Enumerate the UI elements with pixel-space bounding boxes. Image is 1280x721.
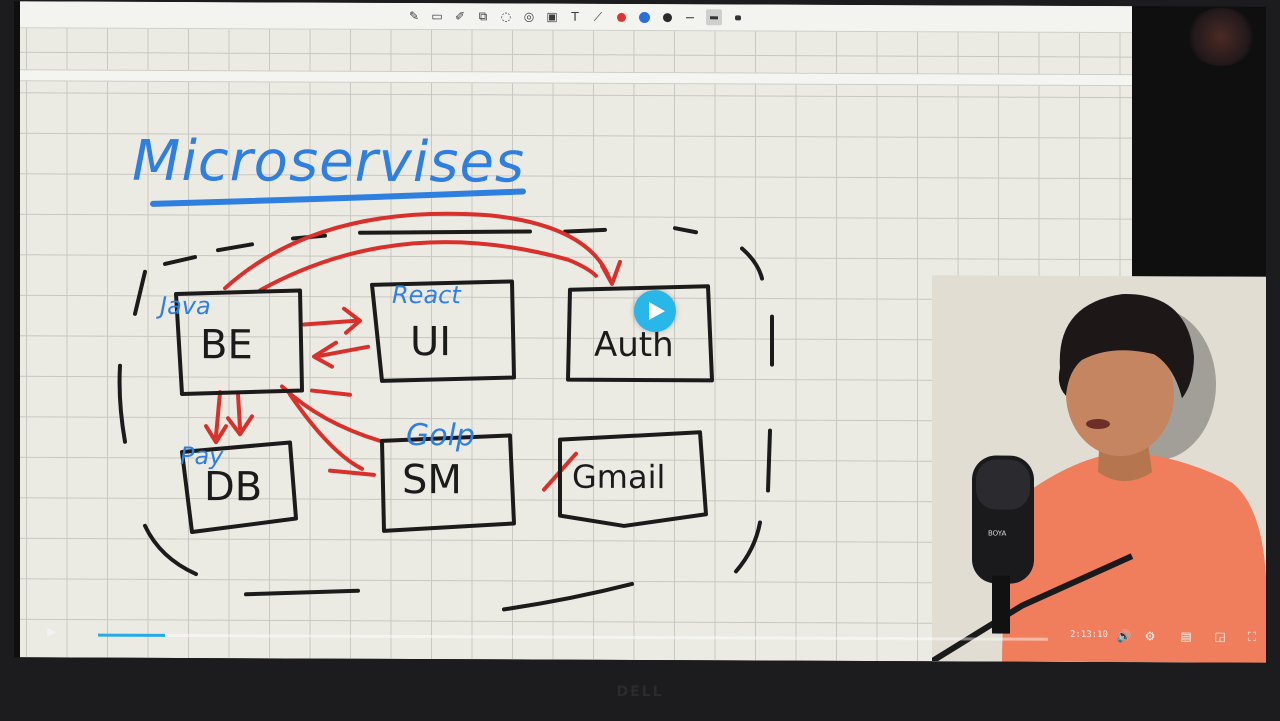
background-object	[1186, 8, 1256, 66]
svg-text:BOYA: BOYA	[988, 530, 1007, 538]
fullscreen-icon[interactable]: ⛶	[1247, 629, 1257, 644]
settings-gear-icon[interactable]: ⚙	[1144, 629, 1156, 644]
be-annotation: Java	[156, 292, 211, 320]
title-underline	[150, 188, 526, 207]
presenter-shirt	[1002, 452, 1266, 663]
ui-annotation: React	[392, 281, 462, 309]
dashed-boundary	[117, 226, 774, 612]
service-boxes	[174, 279, 714, 535]
whiteboard-drawing: Microservises	[117, 129, 774, 612]
progress-bar[interactable]	[98, 633, 1048, 641]
time-readout: 2:13:10	[1070, 629, 1108, 641]
pip-icon[interactable]: ◲	[1214, 629, 1226, 644]
subtitles-icon[interactable]: ▤	[1180, 629, 1192, 644]
monitor-screen: ✎ ▭ ✐ ⧉ ◌ ◎ ▣ T ⟋ Microservises	[14, 1, 1266, 663]
play-icon[interactable]	[634, 289, 676, 333]
box-sm-label: SM	[402, 457, 462, 503]
volume-icon[interactable]: 🔊	[1116, 629, 1132, 644]
progress-fill	[98, 633, 165, 637]
monitor-brand-logo: DELL	[616, 684, 664, 700]
play-pause-icon[interactable]: ▶	[47, 624, 57, 639]
box-ui-label: UI	[410, 319, 451, 365]
red-arrows	[204, 211, 622, 492]
presenter-video: BOYA	[932, 275, 1266, 663]
box-be-label: BE	[200, 322, 253, 368]
video-player-controls: ▶ 2:13:10 🔊 ⚙ ▤ ◲ ⛶	[44, 621, 1266, 662]
sm-annotation: Golp	[406, 418, 475, 453]
db-annotation: Pay	[180, 442, 224, 470]
box-gmail-label: Gmail	[572, 458, 665, 496]
presenter-hair	[1058, 294, 1194, 399]
box-auth-label: Auth	[594, 325, 674, 365]
whiteboard-title: Microservises	[132, 129, 525, 196]
whiteboard-canvas[interactable]: ✎ ▭ ✐ ⧉ ◌ ◎ ▣ T ⟋ Microservises	[20, 1, 1132, 663]
presenter-webcam: BOYA	[932, 275, 1266, 663]
box-db-label: DB	[204, 464, 262, 510]
